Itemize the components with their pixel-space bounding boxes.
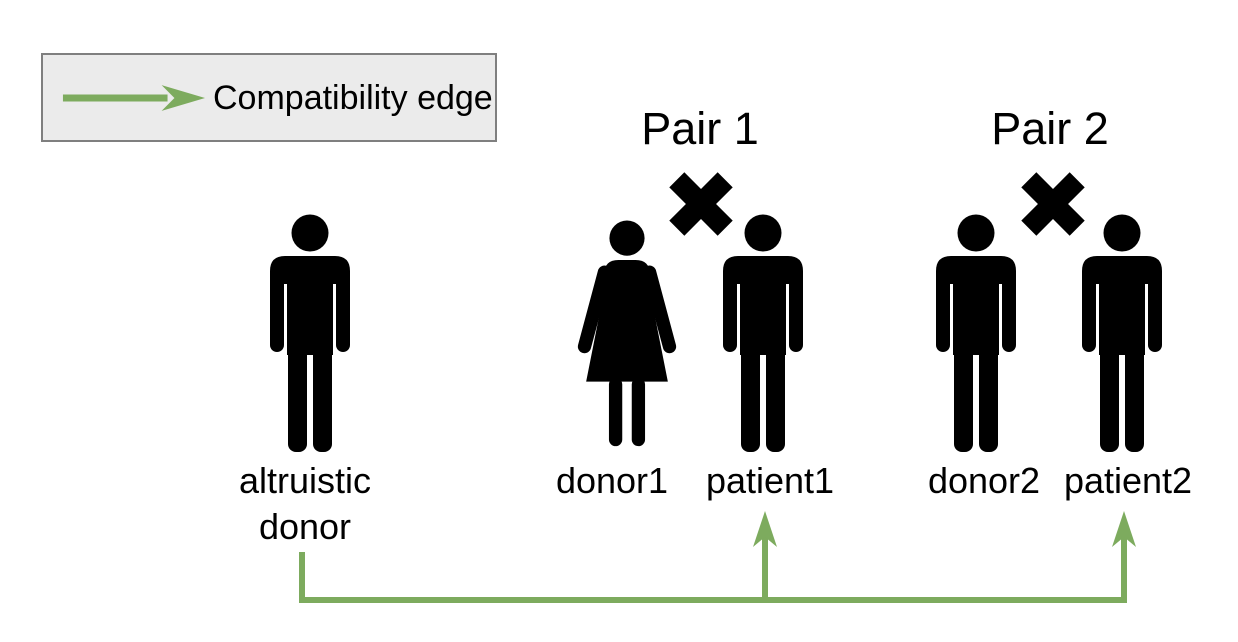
donor2-label: donor2 xyxy=(927,460,1041,501)
edge-arrowhead-patient2 xyxy=(1112,511,1136,547)
patient1-label: patient1 xyxy=(705,460,835,501)
edge-line-main xyxy=(299,537,1127,603)
patient1-figure-icon xyxy=(723,214,803,452)
legend-box: Compatibility edge xyxy=(41,53,497,142)
altruistic-donor-label-line2: donor xyxy=(258,506,352,547)
legend-label: Compatibility edge xyxy=(213,78,493,117)
pair2-title: Pair 2 xyxy=(991,103,1109,154)
altruistic-donor-label: altruistic donor xyxy=(239,458,371,550)
donor1-label: donor1 xyxy=(555,460,669,501)
patient2-label: patient2 xyxy=(1063,460,1193,501)
edge-arrowhead-patient1 xyxy=(753,511,777,547)
altruistic-donor-figure-icon xyxy=(270,214,350,452)
compatibility-edge-arrow-icon xyxy=(62,84,206,111)
altruistic-donor-label-line1: altruistic xyxy=(238,460,372,501)
patient2-figure-icon xyxy=(1082,214,1162,452)
pair1-title: Pair 1 xyxy=(641,103,759,154)
donor2-figure-icon xyxy=(936,214,1016,452)
donor1-figure-icon xyxy=(576,220,678,447)
